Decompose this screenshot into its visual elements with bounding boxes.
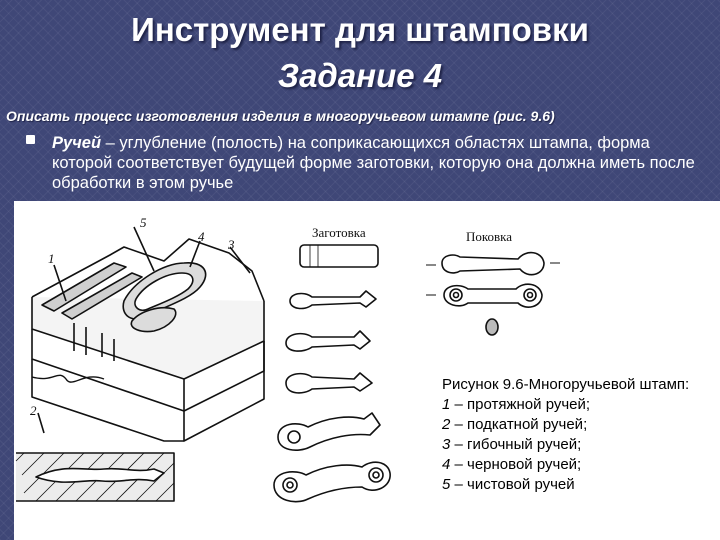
caption-item-number: 5 (442, 476, 451, 493)
caption-item: 3 – гибочный ручей; (442, 435, 712, 455)
label-pokovka: Поковка (466, 229, 512, 244)
label-zagotovka: Заготовка (312, 225, 366, 240)
callout-2: 2 (30, 403, 37, 418)
caption-item-number: 1 (442, 396, 451, 413)
forging-drawing (426, 251, 560, 336)
caption-item-number: 4 (442, 456, 451, 473)
definition-text: Ручей – углубление (полость) на соприкас… (52, 133, 702, 193)
caption-item-text: – черновой ручей; (450, 456, 582, 473)
caption-item-number: 3 (442, 436, 451, 453)
task-text: Описать процесс изготовления изделия в м… (6, 108, 555, 124)
figure-caption: Рисунок 9.6-Многоручьевой штамп: 1 – про… (442, 375, 712, 495)
slide-title: Инструмент для штамповки (131, 11, 589, 48)
caption-prefix: Рисунок 9.6- (442, 376, 529, 393)
caption-item-text: – протяжной ручей; (450, 396, 591, 413)
caption-item-text: – подкатной ручей; (450, 416, 588, 433)
callout-3: 3 (227, 237, 235, 252)
callout-1: 1 (48, 251, 55, 266)
callout-5: 5 (140, 215, 147, 230)
die-block-drawing (15, 226, 265, 502)
caption-item: 4 – черновой ручей; (442, 455, 712, 475)
bullet-square-icon (26, 135, 35, 144)
workpiece-sequence-left (273, 244, 391, 503)
caption-item: 5 – чистовой ручей (442, 475, 712, 495)
caption-item: 2 – подкатной ручей; (442, 415, 712, 435)
caption-item: 1 – протяжной ручей; (442, 395, 712, 415)
caption-heading: Рисунок 9.6-Многоручьевой штамп: (442, 375, 712, 395)
die-illustration: Заготовка Поковка 1 2 3 4 5 (15, 215, 560, 503)
definition-term: Ручей (52, 134, 102, 152)
definition-body: – углубление (полость) на соприкасающихс… (52, 134, 695, 192)
slide-subtitle: Задание 4 (277, 57, 443, 94)
callout-4: 4 (198, 229, 205, 244)
caption-title: Многоручьевой штамп: (528, 376, 690, 393)
caption-item-text: – чистовой ручей (450, 476, 575, 493)
caption-item-number: 2 (442, 416, 451, 433)
caption-item-text: – гибочный ручей; (450, 436, 582, 453)
die-figure: Заготовка Поковка 1 2 3 4 5 Рисунок 9.6-… (14, 201, 720, 540)
